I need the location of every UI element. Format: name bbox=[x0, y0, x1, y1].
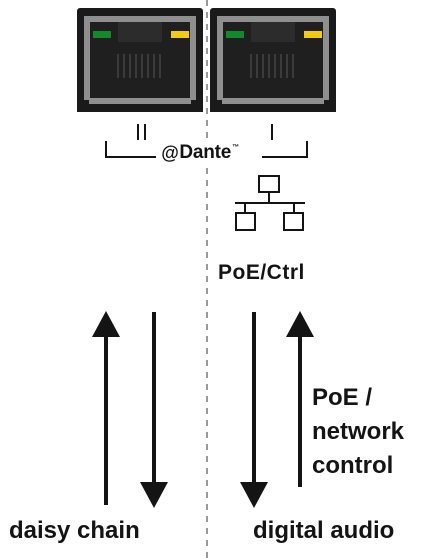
daisy-chain-label: daisy chain bbox=[9, 517, 140, 544]
link-led-green bbox=[226, 31, 244, 38]
dante-logo-icon: @ bbox=[161, 142, 179, 163]
poe-ctrl-label: PoE/Ctrl bbox=[218, 261, 305, 284]
dante-brand-name: Dante bbox=[179, 142, 232, 163]
poe-label-line: control bbox=[312, 452, 394, 479]
poe-network-control-label: PoE / network control bbox=[312, 381, 404, 483]
port-2-marker bbox=[137, 124, 146, 140]
poe-label-line: network bbox=[312, 418, 405, 445]
digital-audio-label: digital audio bbox=[253, 517, 395, 544]
dante-bracket-left bbox=[105, 141, 156, 158]
trademark-symbol: ™ bbox=[232, 144, 239, 151]
network-topology-icon bbox=[235, 175, 305, 231]
poe-control-up-arrow bbox=[286, 311, 314, 487]
dante-logo: @ Dante ™ bbox=[158, 142, 242, 164]
daisy-chain-up-arrow bbox=[92, 311, 120, 505]
activity-led-yellow bbox=[304, 31, 322, 38]
rj45-port-2 bbox=[77, 8, 203, 112]
link-led-green bbox=[93, 31, 111, 38]
poe-label-line: PoE / bbox=[312, 384, 373, 411]
rj45-port-1 bbox=[210, 8, 336, 112]
activity-led-yellow bbox=[171, 31, 189, 38]
dante-bracket-right bbox=[262, 141, 308, 158]
digital-audio-down-arrow bbox=[240, 312, 268, 508]
daisy-chain-down-arrow bbox=[140, 312, 168, 508]
